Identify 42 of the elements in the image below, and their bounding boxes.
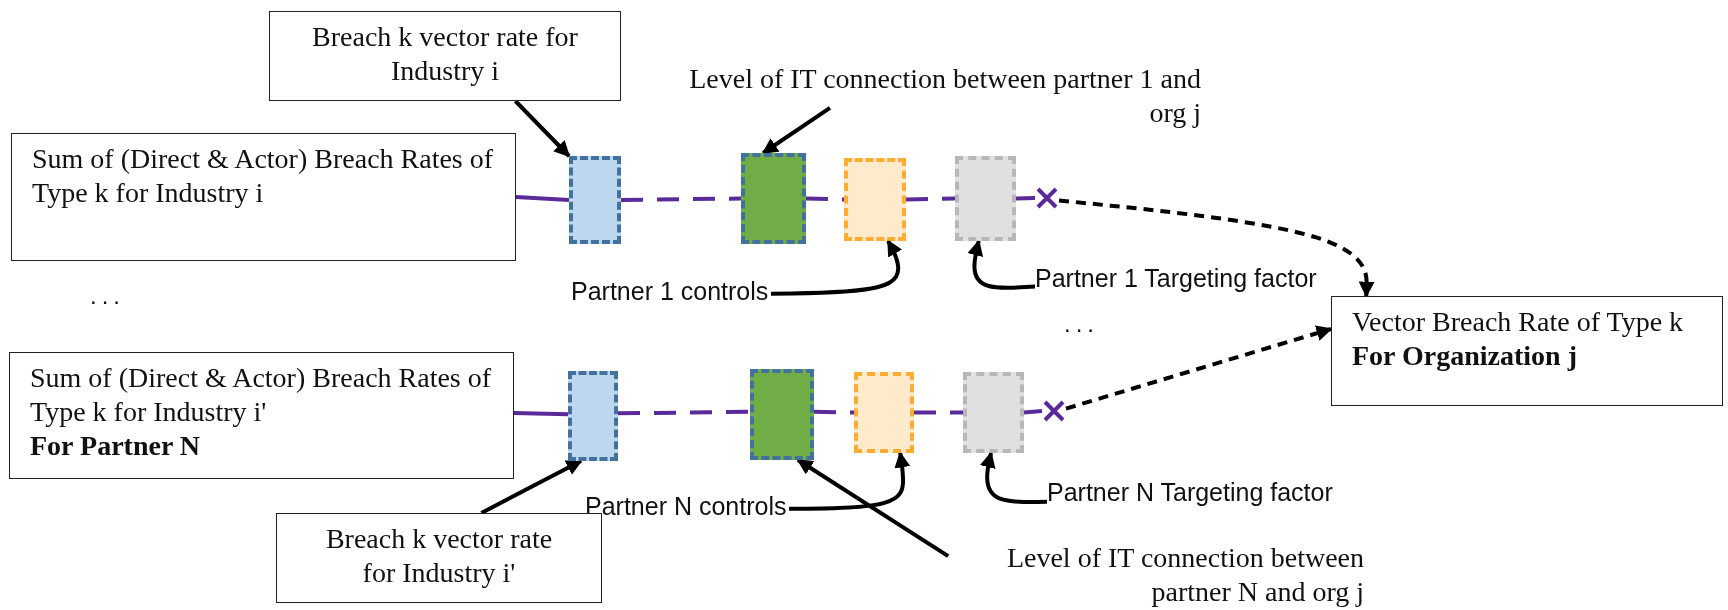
connector-line — [1023, 409, 1043, 415]
bold-heading: For Partner N — [30, 429, 202, 463]
connector-line — [805, 196, 845, 202]
connector-line — [1015, 196, 1036, 201]
arrow — [513, 99, 571, 158]
dashed-rectangle — [741, 153, 806, 244]
arrow — [796, 458, 950, 558]
dashed-rectangle — [844, 158, 906, 241]
box-text: Level of IT connection between partner N and org j — [1005, 541, 1364, 609]
text-box — [1331, 296, 1723, 406]
connector-line — [905, 196, 956, 202]
text-box — [9, 352, 514, 479]
ellipsis: ... — [1064, 310, 1099, 338]
connector-line — [813, 409, 855, 415]
arrow — [789, 451, 911, 511]
connector-line — [620, 196, 742, 202]
dashed-rectangle — [963, 372, 1024, 453]
text-box — [276, 513, 602, 603]
box-text: Breach k vector rate for Industry i' — [324, 522, 554, 590]
box-text: Vector Breach Rate of Type k — [1352, 305, 1685, 339]
box-text: Breach k vector rate for Industry i — [311, 20, 579, 88]
arrow — [1065, 325, 1333, 411]
dashed-rectangle — [955, 156, 1016, 241]
bold-heading: For Organization j — [1352, 339, 1578, 373]
dashed-rectangle — [568, 371, 618, 461]
ellipsis: ... — [90, 282, 125, 310]
text-box — [11, 133, 516, 261]
connector-line — [617, 409, 751, 416]
arrow — [770, 239, 903, 296]
box-text: Level of IT connection between partner 1 and org j — [688, 62, 1201, 130]
arrow — [1058, 198, 1375, 298]
arrow — [979, 451, 1048, 505]
arrow — [480, 459, 583, 515]
dashed-rectangle — [854, 372, 914, 453]
connector-line — [914, 410, 963, 415]
dashed-rectangle — [750, 369, 814, 460]
text-box — [269, 11, 621, 101]
box-text: Sum of (Direct & Actor) Breach Rates of Type k for Industry i — [32, 142, 495, 210]
dashed-rectangle — [569, 156, 621, 244]
arrow — [967, 239, 1036, 290]
box-text: Sum of (Direct & Actor) Breach Rates of Type k for Industry i' — [30, 361, 493, 429]
arrow — [761, 106, 832, 155]
